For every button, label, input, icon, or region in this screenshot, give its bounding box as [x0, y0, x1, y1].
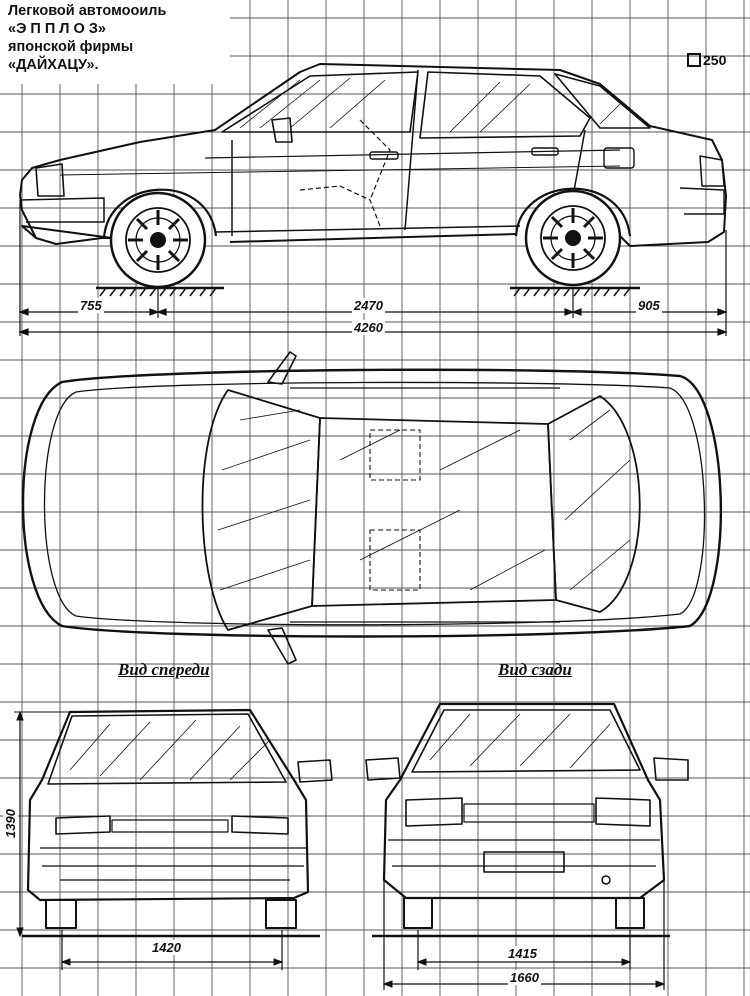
scale-value: 250: [703, 52, 727, 68]
top-view: [21, 351, 723, 665]
title-line-1: Легковой автомооиль: [8, 3, 167, 19]
front-view-label: Вид спереди: [118, 660, 210, 679]
rear-view: [365, 702, 689, 929]
title-line-3: японской фирмы: [8, 39, 134, 55]
side-view: [19, 63, 727, 247]
title-block: Легковой автомооиль «Э П П Л О З» японск…: [8, 2, 228, 74]
front-ground: [14, 710, 320, 970]
title-line-4: «ДАЙХАЦУ».: [8, 57, 99, 73]
title-line-2: «Э П П Л О З»: [8, 21, 106, 37]
side-ground: [96, 286, 640, 297]
height-dim: 1390: [2, 807, 18, 840]
rear-overhang-dim: 905: [636, 298, 662, 313]
front-view: [26, 708, 333, 929]
front-track-dim: 1420: [150, 940, 183, 955]
front-overhang-dim: 755: [78, 298, 104, 313]
wheelbase-dim: 2470: [352, 298, 385, 313]
width-dim: 1660: [508, 970, 541, 985]
rear-track-dim: 1415: [506, 946, 539, 961]
front-wheel: [109, 191, 207, 289]
rear-view-label: Вид сзади: [498, 660, 572, 679]
rear-wheel: [524, 189, 622, 287]
length-dim: 4260: [352, 320, 385, 335]
square-icon: [687, 53, 701, 67]
scale-indicator: 250: [687, 52, 726, 68]
